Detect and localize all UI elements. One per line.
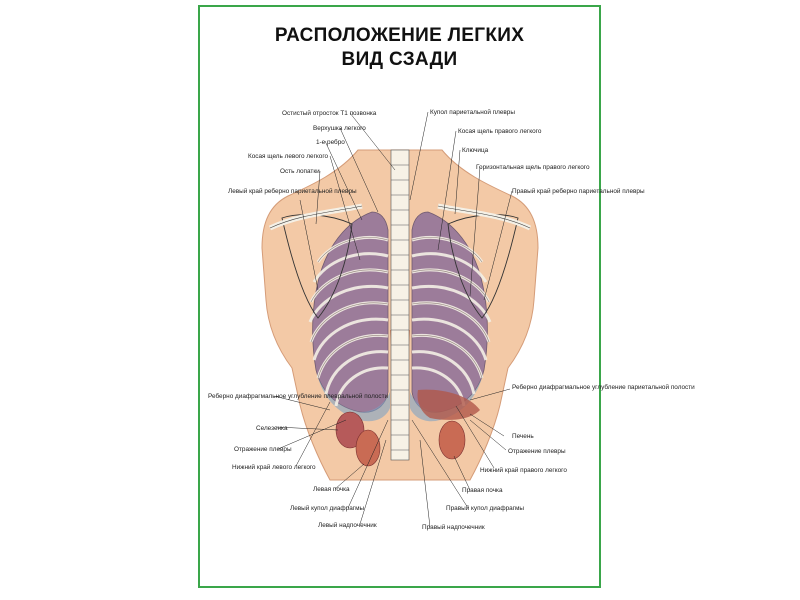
label-lung-apex: Верхушка легкого [313,125,366,132]
right-kidney [438,420,466,460]
label-horizontal-fissure: Горизонтальная щель правого легкого [476,164,590,171]
label-right-oblique: Косая щель правого легкого [458,128,542,135]
label-right-lower-edge: Нижний край правого легкого [480,466,567,474]
leader-lines [273,111,513,528]
label-right-diaphragm: Правый купол диафрагмы [446,504,524,512]
liver [417,389,480,420]
title-line-1: РАСПОЛОЖЕНИЕ ЛЕГКИХ [274,25,525,46]
title-line-2: ВИД СЗАДИ [341,49,458,70]
left-kidney [355,429,381,467]
label-left-adrenal: Левый надпочечник [318,521,377,529]
label-left-diaphragm: Левый купол диафрагмы [290,504,364,512]
label-right-adrenal: Правый надпочечник [422,523,485,531]
label-left-recess: Реберно диафрагмальное углубление плевра… [208,392,389,400]
spine [390,149,410,461]
label-left-oblique: Косая щель левого легкого [248,153,329,160]
label-rib1: 1-е ребро [316,138,345,146]
label-spleen: Селезенка [256,425,288,432]
label-left-kidney: Левая почка [313,486,350,493]
label-right-costal-edge: Правый край реберно париетальной плевры [512,187,645,195]
label-pleura-reflection-right: Отражение плевры [508,448,566,455]
label-scapular-spine: Ость лопатки [280,168,320,175]
label-left-lower-edge: Нижний край левого легкого [232,463,316,471]
label-clavicle: Ключица [462,147,489,154]
label-right-kidney: Правая почка [462,487,503,494]
label-liver: Печень [512,433,534,440]
label-right-recess: Реберно диафрагмальное углубление париет… [512,383,695,391]
label-pleural-dome: Купол париетальной плевры [430,108,515,116]
left-pleural-recess [316,370,390,422]
label-pleura-reflection-left: Отражение плевры [234,446,292,453]
label-spinous-t1: Остистый отросток Т1 позвонка [282,109,377,117]
label-left-costal-edge: Левый край реберно париетальной плевры [228,187,357,195]
